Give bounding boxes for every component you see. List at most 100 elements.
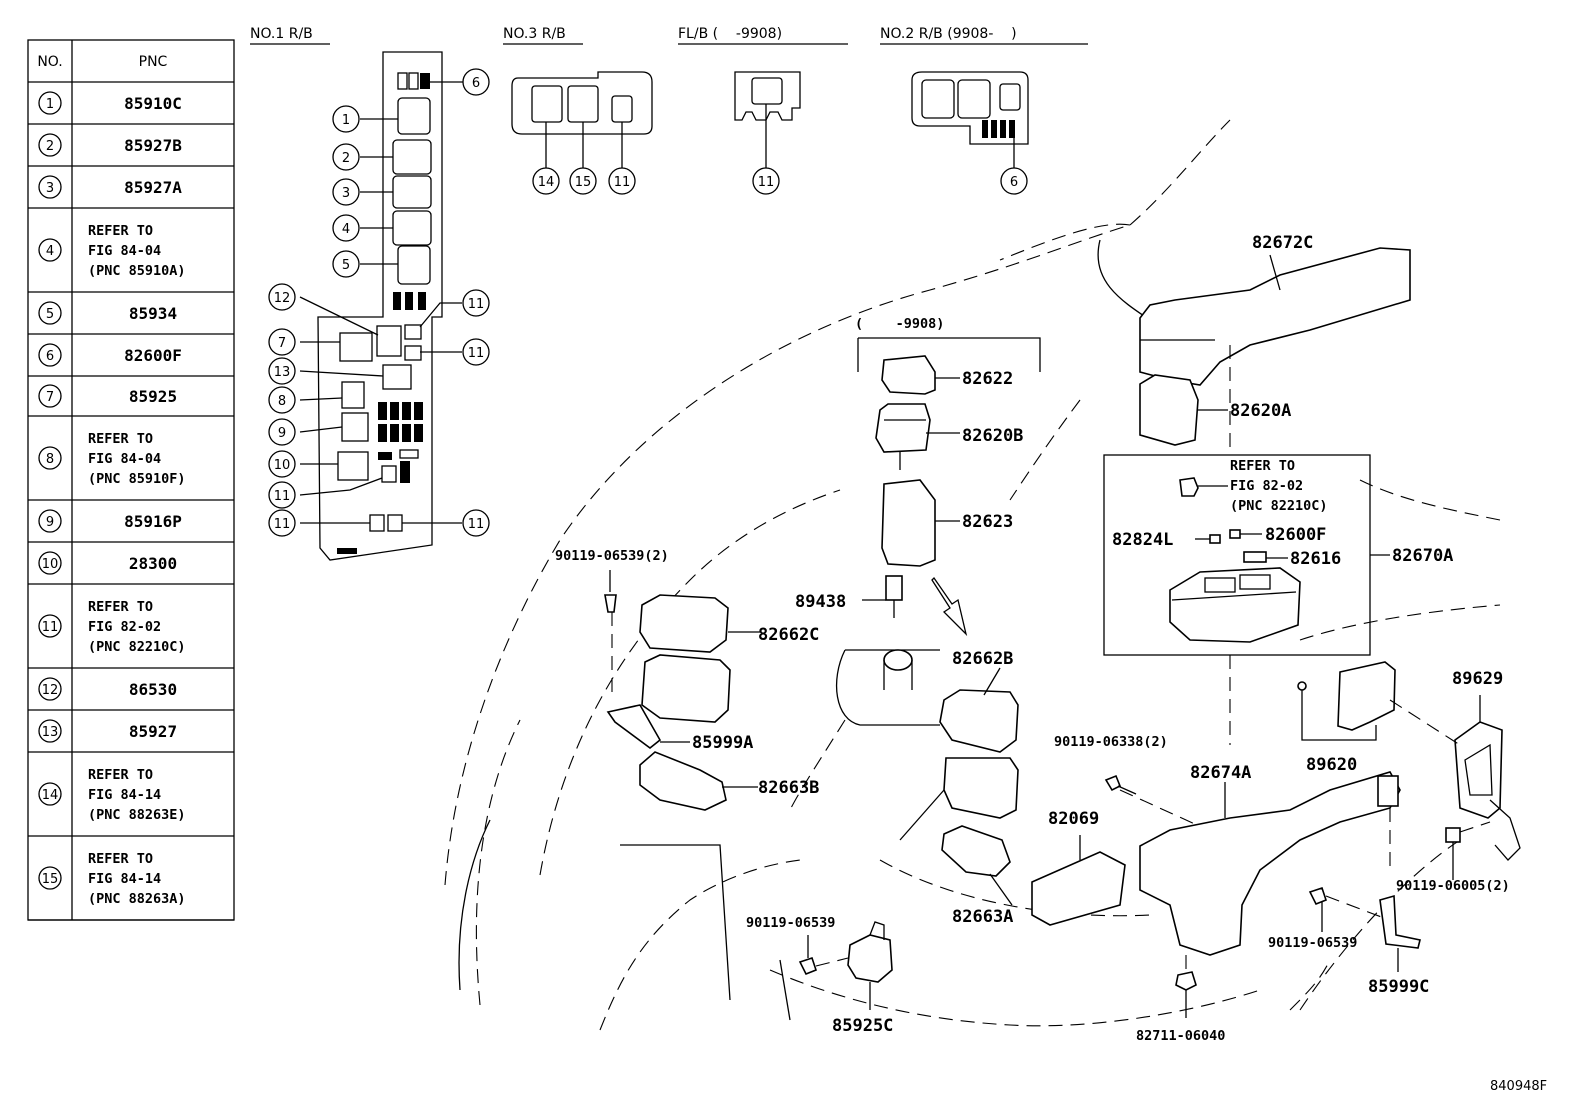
label-90119-06539-a: 90119-06539: [746, 915, 835, 931]
callout-5: 5: [332, 250, 360, 278]
row-pnc-line: FIG 84-14: [88, 787, 161, 803]
label-82620B: 82620B: [962, 426, 1023, 446]
header-no3-rb: NO.3 R/B: [503, 26, 566, 42]
row-pnc-line: (PNC 88263E): [88, 807, 186, 823]
row-pnc: 82600F: [124, 346, 182, 365]
row-pnc-line: (PNC 82210C): [88, 639, 186, 655]
row-number: 11: [42, 620, 59, 635]
callout-6: 6: [1000, 167, 1028, 195]
table-row: 9 85916P: [38, 509, 182, 533]
row-number-circle: [38, 782, 62, 806]
callout-3: 3: [332, 178, 360, 206]
row-number: 7: [46, 390, 54, 405]
callout-11: 11: [462, 509, 490, 537]
callout-9: 9: [268, 418, 296, 446]
callout-7: 7: [268, 328, 296, 356]
callout-11: 11: [268, 509, 296, 537]
relay-82623: [881, 479, 936, 567]
callout-number: 5: [342, 258, 350, 273]
relay-82620A: [1139, 374, 1199, 446]
row-number-circle: [38, 384, 62, 408]
row-number-circle: [38, 614, 62, 638]
callout-11: 11: [608, 167, 636, 195]
junction-block-cover: [1103, 247, 1411, 745]
callout-number: 12: [274, 291, 291, 306]
label-82662B: 82662B: [952, 649, 1013, 669]
callout-number: 3: [342, 186, 350, 201]
range-9908-label: ( -9908): [855, 316, 944, 332]
label-82663A: 82663A: [952, 907, 1013, 927]
label-82069: 82069: [1048, 809, 1099, 829]
callout-12: 12: [268, 283, 296, 311]
label-82670A: 82670A: [1392, 546, 1453, 566]
part-labels: 82622 82620B 82623 89438 82662B 82663A 8…: [555, 233, 1547, 1094]
vehicle-outline: [444, 119, 1501, 1031]
callout-number: 13: [274, 365, 291, 380]
table-header-pnc: PNC: [139, 54, 168, 70]
row-number: 4: [46, 244, 54, 259]
callout-8: 8: [268, 386, 296, 414]
row-number-circle: [38, 91, 62, 115]
header-no1-rb: NO.1 R/B: [250, 26, 313, 42]
callout-6: 6: [462, 68, 490, 96]
label-90119-06539-b: 90119-06539: [1268, 935, 1357, 951]
callout-number: 6: [472, 76, 480, 91]
label-82622: 82622: [962, 369, 1013, 389]
box-headers: NO.1 R/B NO.3 R/B FL/B ( -9908) NO.2 R/B…: [250, 26, 1088, 45]
row-number: 14: [42, 788, 59, 803]
row-pnc-line: REFER TO: [88, 599, 153, 615]
label-refer-1: REFER TO: [1230, 458, 1295, 474]
row-number-circle: [38, 551, 62, 575]
bracket-82663B: [639, 751, 727, 811]
row-pnc-line: (PNC 85910A): [88, 263, 186, 279]
row-number: 3: [46, 181, 54, 196]
relay-85925C: [847, 934, 893, 983]
label-82663B: 82663B: [758, 778, 819, 798]
bracket-82663A: [941, 825, 1011, 877]
row-number: 10: [42, 557, 59, 572]
callout-number: 10: [274, 458, 291, 473]
callout-number: 11: [758, 175, 775, 190]
fusible-link-block: [734, 71, 801, 168]
callout-number: 11: [468, 297, 485, 312]
label-refer-3: (PNC 82210C): [1230, 498, 1328, 514]
row-pnc: 85916P: [124, 512, 182, 531]
row-pnc: 85927: [129, 722, 177, 741]
row-number: 1: [46, 97, 54, 112]
row-number: 6: [46, 349, 54, 364]
row-pnc-line: FIG 84-04: [88, 451, 161, 467]
row-pnc-line: REFER TO: [88, 431, 153, 447]
row-number: 9: [46, 515, 54, 530]
lower-housing-group: [798, 771, 1421, 1018]
left-relay-group: [604, 570, 760, 811]
figure-id: 840948F: [1490, 1079, 1547, 1094]
row-number: 8: [46, 452, 54, 467]
row-number-circle: [38, 343, 62, 367]
cover-82672C: [1139, 247, 1411, 386]
ecu-89620: [1337, 661, 1396, 731]
header-no2-rb: NO.2 R/B (9908- ): [880, 26, 1017, 42]
sensor-89438: [885, 575, 903, 601]
callout-11: 11: [462, 338, 490, 366]
label-82600F: 82600F: [1265, 525, 1326, 545]
housing-82674A: [1139, 771, 1401, 956]
label-82623: 82623: [962, 512, 1013, 532]
row-number-circle: [38, 301, 62, 325]
callout-number: 11: [468, 517, 485, 532]
relay-block-no2: [911, 71, 1029, 168]
row-number: 13: [42, 725, 59, 740]
row-pnc: 85927B: [124, 136, 182, 155]
relay-block-no3: [511, 71, 653, 168]
row-number-circle: [38, 175, 62, 199]
cover-82662B: [939, 689, 1019, 753]
row-pnc: 28300: [129, 554, 177, 573]
relay-82620B: [875, 403, 931, 453]
